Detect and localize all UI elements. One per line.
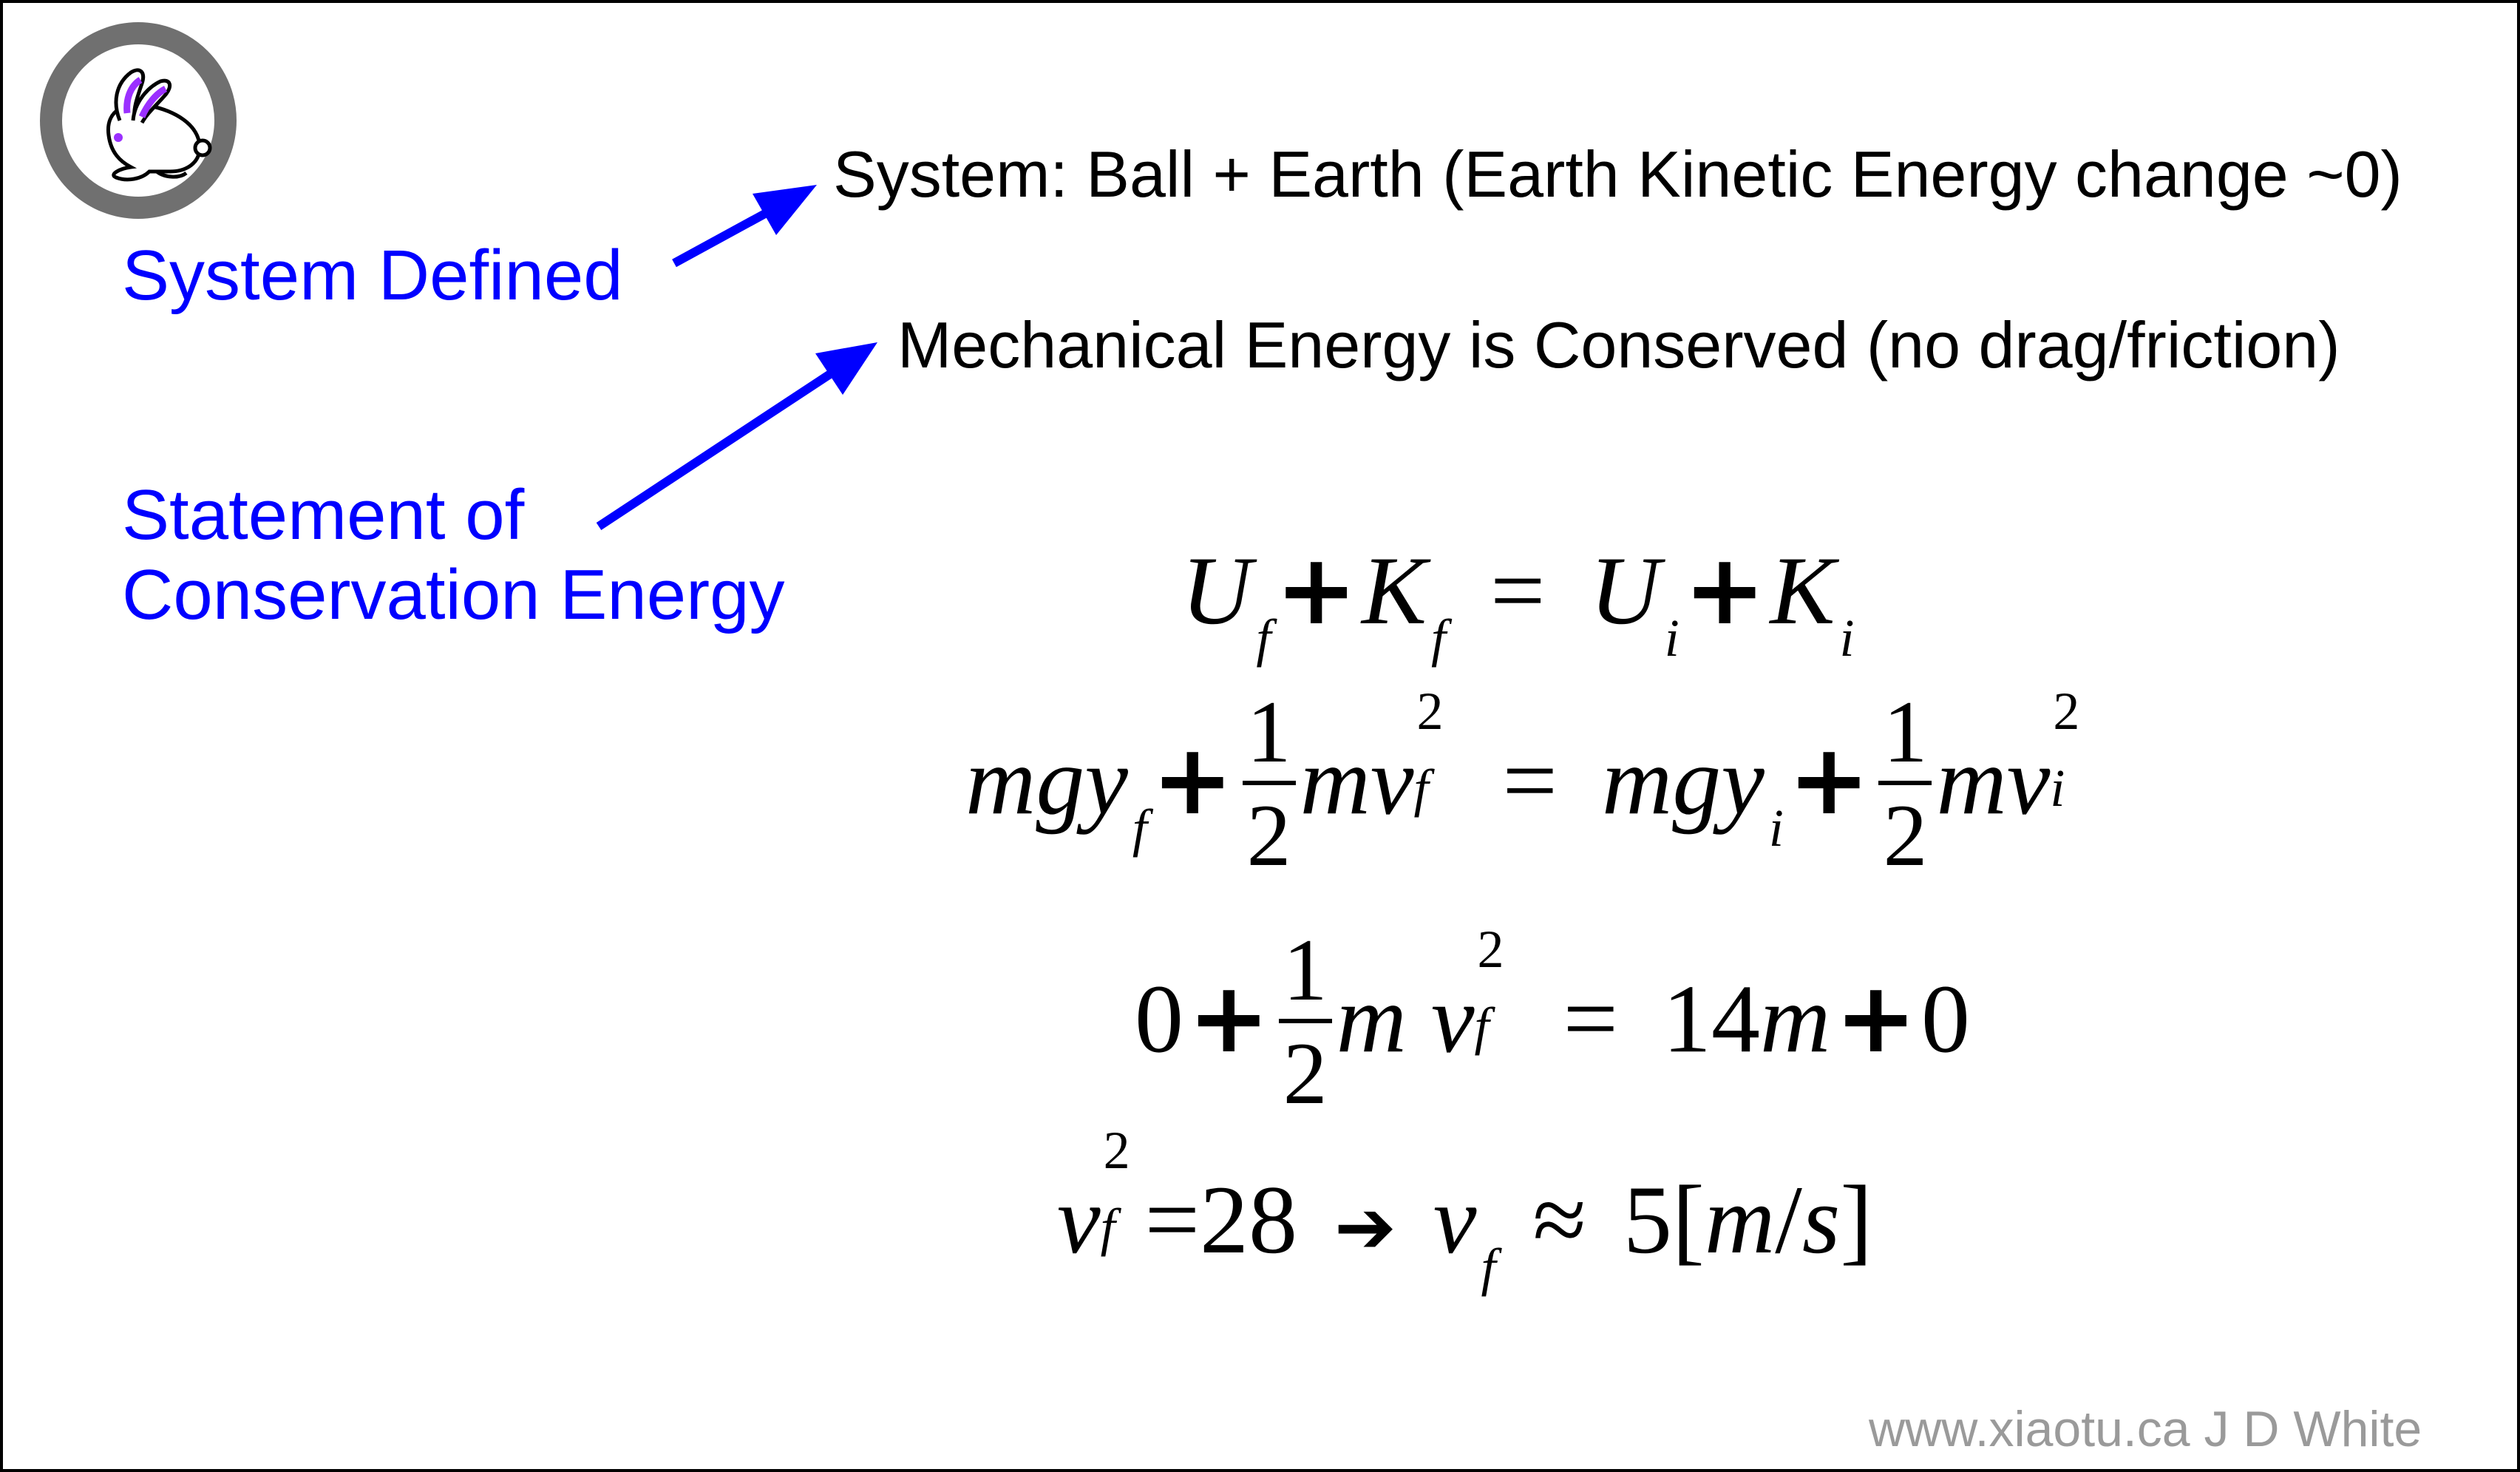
statement-line-1: Statement of [122,475,525,554]
rabbit-logo-icon [40,22,237,219]
statement-of-conservation-label: Statement of Conservation Energy [122,475,784,634]
credit-text: www.xiaotu.ca J D White [1869,1401,2422,1457]
conservation-arrow-icon [596,342,877,531]
conservation-statement: Mechanical Energy is Conserved (no drag/… [897,308,2340,381]
system-arrow-icon [672,185,817,268]
equation-energy-sum: Uf+Kf=Ui+Ki [1181,533,1855,668]
system-defined-label: System Defined [122,236,623,315]
system-statement: System: Ball + Earth (Earth Kinetic Ener… [833,138,2402,211]
statement-line-2: Conservation Energy [122,554,785,634]
implies-arrow-icon: ➔ [1334,1184,1396,1270]
